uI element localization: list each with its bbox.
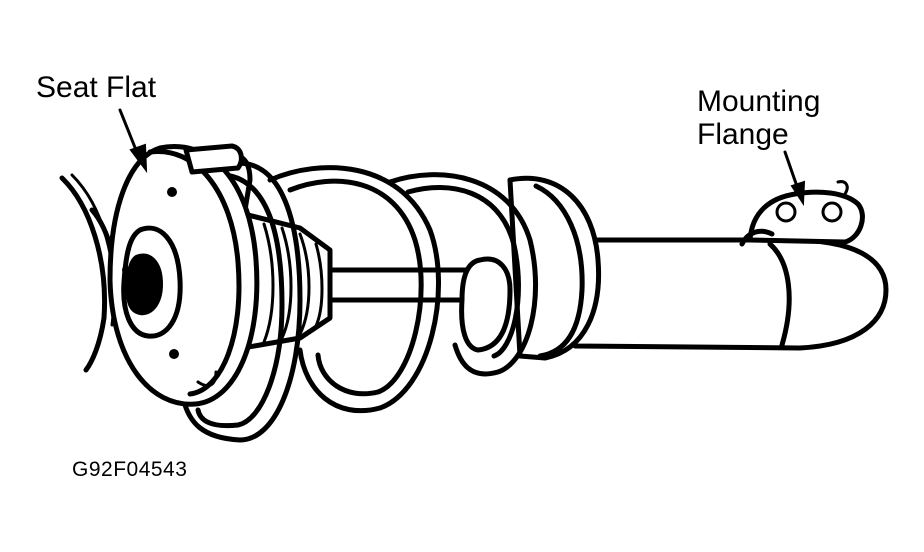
seat-flat-label: Seat Flat [36, 71, 157, 104]
strut-body [572, 237, 889, 351]
upper-spring-seat [107, 143, 260, 407]
mounting-flange-label-line1: Mounting [697, 85, 821, 118]
lower-spring-seat [507, 175, 602, 361]
figure-code: G92F04543 [72, 458, 188, 481]
mounting-flange-label-line2: Flange [697, 118, 789, 151]
mounting-flange [739, 180, 865, 247]
